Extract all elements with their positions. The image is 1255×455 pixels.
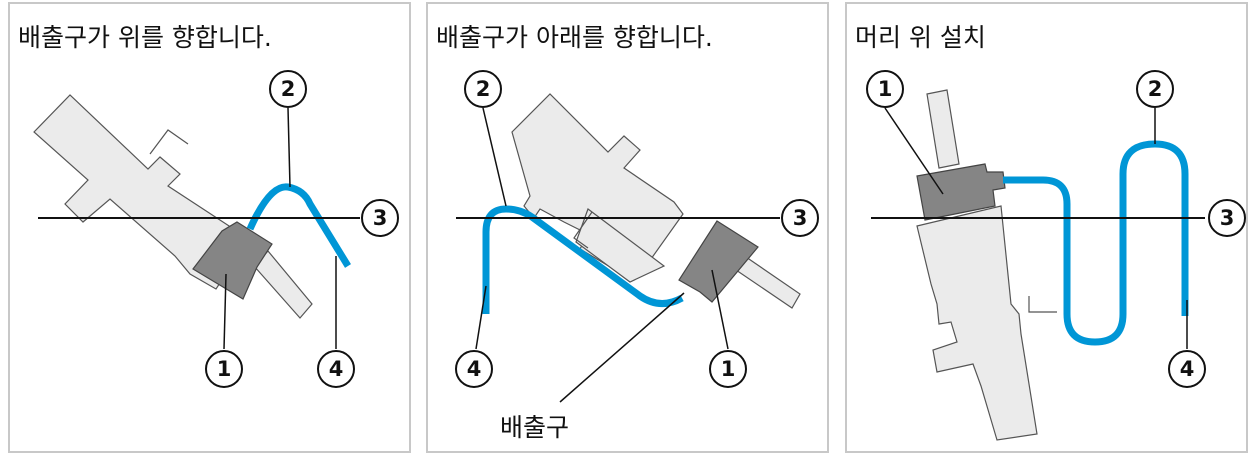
callout-1-label: 1 bbox=[217, 357, 232, 381]
drain-leader-line bbox=[559, 292, 685, 403]
drain-label: 배출구 bbox=[500, 413, 570, 442]
callout-3: 3 bbox=[1208, 199, 1246, 237]
diagram-overhead-install: 1 2 3 4 bbox=[866, 70, 1246, 441]
panel-title: 배출구가 아래를 향합니다. bbox=[436, 23, 713, 52]
callout-2-label: 2 bbox=[281, 77, 296, 101]
callout-2: 2 bbox=[464, 70, 502, 108]
callout-4-label: 4 bbox=[467, 357, 482, 381]
panel-title: 배출구가 위를 향합니다. bbox=[18, 23, 272, 52]
callout-1-label: 1 bbox=[721, 357, 736, 381]
callout-3-label: 3 bbox=[373, 206, 388, 230]
hose bbox=[482, 205, 684, 314]
mount-bracket bbox=[1028, 296, 1057, 313]
diagram-outlet-down: 2 3 4 1 bbox=[455, 70, 819, 403]
callout-4: 4 bbox=[1168, 350, 1206, 388]
hose bbox=[1003, 140, 1189, 346]
panel-title: 머리 위 설치 bbox=[855, 23, 986, 52]
mount-bracket bbox=[573, 211, 593, 249]
device-body-lower bbox=[575, 208, 666, 283]
device-body bbox=[916, 205, 1038, 441]
callout-3: 3 bbox=[361, 199, 399, 237]
panel-overhead-install: 머리 위 설치 1 2 3 4 bbox=[845, 2, 1248, 453]
callout-4-label: 4 bbox=[1180, 357, 1195, 381]
callout-1-label: 1 bbox=[878, 77, 893, 101]
leader-line-1 bbox=[884, 107, 944, 195]
callout-4: 4 bbox=[317, 350, 355, 388]
callout-2: 2 bbox=[269, 70, 307, 108]
device-body bbox=[33, 94, 250, 290]
measuring-head bbox=[678, 220, 759, 303]
pipe bbox=[253, 250, 313, 319]
diagram-outlet-up: 2 3 1 4 bbox=[33, 70, 399, 388]
callout-3: 3 bbox=[781, 199, 819, 237]
callout-1: 1 bbox=[709, 350, 747, 388]
leader-line-2 bbox=[287, 107, 291, 188]
panel-outlet-up: 배출구가 위를 향합니다. 2 3 1 4 bbox=[8, 2, 411, 453]
callout-4: 4 bbox=[455, 350, 493, 388]
hose bbox=[246, 183, 351, 268]
panel-outlet-down: 배출구가 아래를 향합니다. 2 3 4 bbox=[426, 2, 829, 453]
callout-2-label: 2 bbox=[1148, 77, 1163, 101]
leader-line-2 bbox=[482, 107, 507, 207]
leader-line-1 bbox=[223, 273, 227, 350]
callout-2-label: 2 bbox=[476, 77, 491, 101]
callout-1: 1 bbox=[866, 70, 904, 108]
leader-line-4 bbox=[475, 285, 487, 350]
pipe bbox=[735, 256, 801, 309]
callout-3-label: 3 bbox=[793, 206, 808, 230]
measuring-head bbox=[192, 221, 273, 300]
callout-3-label: 3 bbox=[1220, 206, 1235, 230]
callout-1: 1 bbox=[205, 350, 243, 388]
measuring-head bbox=[916, 163, 1006, 221]
mount-bracket bbox=[149, 129, 189, 155]
leader-line-1 bbox=[711, 269, 729, 350]
callout-4-label: 4 bbox=[329, 357, 344, 381]
pipe bbox=[926, 89, 960, 169]
callout-2: 2 bbox=[1136, 70, 1174, 108]
